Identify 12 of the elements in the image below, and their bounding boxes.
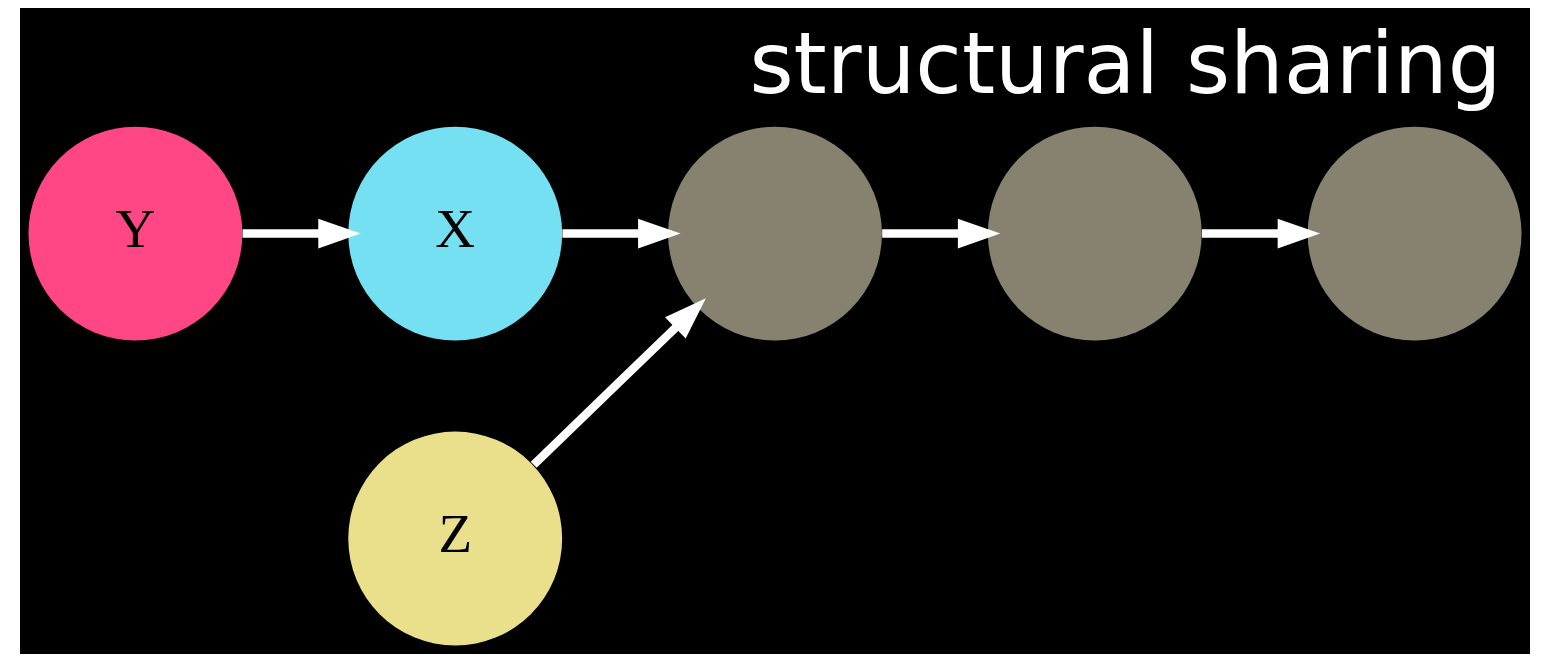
node-circle: X — [348, 126, 563, 341]
arrow — [530, 298, 706, 468]
arrow — [1201, 218, 1321, 249]
node-circle — [668, 126, 882, 341]
node-circle — [987, 126, 1202, 341]
arrow — [562, 218, 681, 249]
arrow — [242, 218, 361, 249]
node-circle: Y — [28, 126, 243, 341]
diagram-title: structural sharing — [749, 13, 1502, 113]
arrow — [882, 218, 1001, 249]
node-circle: Z — [348, 431, 563, 646]
node-circle — [1307, 126, 1522, 341]
